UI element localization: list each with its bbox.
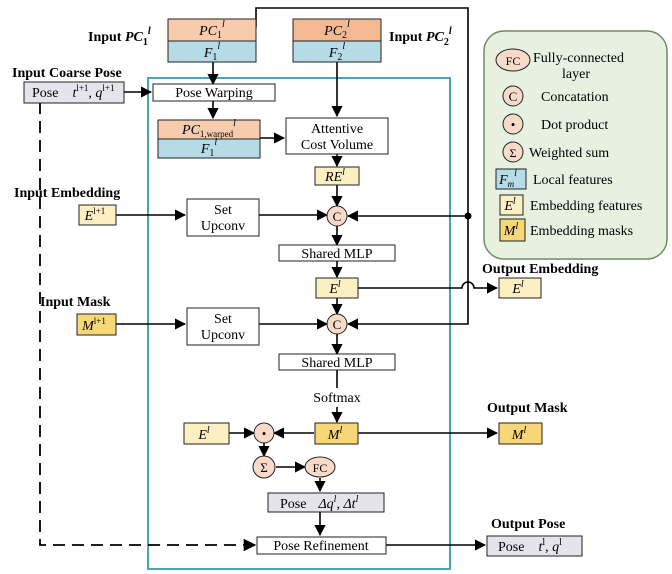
legend-mask-swatch: [499, 218, 526, 242]
set-upconv-2-line1: Set: [214, 312, 232, 327]
pose-delta-box: [267, 492, 385, 513]
weighted-sum-icon: [252, 455, 276, 479]
attentive-cost-volume-box: [285, 117, 389, 155]
set-upconv-2-line2: Upconv: [201, 328, 245, 343]
output-mask-text: Ml: [511, 425, 527, 443]
legend-concat-label: Concatation: [541, 90, 609, 105]
output-pose-box: [486, 535, 583, 557]
legend: FC Fully-connected layer C Concatation •…: [483, 30, 668, 260]
coarse-pose-box: [23, 81, 125, 104]
connections: [39, 7, 499, 552]
dot-product-glyph: •: [262, 426, 267, 441]
input-mask-box: [76, 313, 117, 336]
mask-m-box: [314, 422, 359, 445]
output-mask-box: [498, 422, 543, 445]
legend-sum-icon: [502, 141, 524, 163]
input-pc2-label: Input PC2l: [389, 26, 452, 48]
pose-refinement-box: [256, 536, 387, 555]
pose-embedding-e-box: [183, 422, 230, 445]
legend-local-label: Local features: [533, 173, 613, 188]
pc1-feature-text: F1l: [203, 41, 221, 63]
legend-embedding-swatch: [499, 194, 524, 216]
embedding-e-text: El: [328, 279, 341, 297]
output-pose-label: Output Pose: [491, 517, 565, 532]
weighted-sum-glyph: Σ: [260, 460, 268, 475]
legend-dot-label: Dot product: [541, 118, 608, 133]
legend-mask-label: Embedding masks: [530, 224, 633, 239]
legend-local-swatch: [495, 168, 527, 190]
concat-2-icon: [326, 313, 348, 335]
pc1-point-cloud-text: PC1l: [198, 19, 225, 41]
softmax-label: Softmax: [313, 391, 360, 406]
shared-mlp-2-label: Shared MLP: [301, 356, 372, 371]
output-embedding-box: [498, 277, 542, 299]
input-pc1-label: Input PC1l: [88, 26, 151, 48]
input-embedding-text: El+1: [84, 206, 106, 224]
warped-point-cloud: PC1,warpedl F1l: [157, 118, 261, 159]
pc1-feature-box: [167, 40, 257, 63]
input-embedding-label: Input Embedding: [14, 186, 120, 201]
warped-feature-box: [157, 138, 261, 159]
set-upconv-1-line2: Upconv: [201, 219, 245, 234]
input-mask-text: Ml+1: [81, 316, 106, 334]
attentive-cost-volume-line2: Cost Volume: [301, 138, 373, 153]
legend-sum-label: Weighted sum: [529, 146, 609, 161]
output-mask-label: Output Mask: [487, 401, 568, 416]
output-embedding-text: El: [511, 279, 524, 297]
legend-concat-icon: [502, 85, 524, 107]
set-upconv-1-box: [186, 198, 260, 237]
concat-1-icon: [326, 205, 348, 227]
pc2-point-cloud-text: PC2l: [323, 19, 350, 41]
input-embedding-box: [78, 204, 117, 226]
mask-m-text: Ml: [327, 425, 343, 443]
warped-feature-text: F1l: [200, 137, 218, 159]
pose-refinement-label: Pose Refinement: [273, 539, 368, 554]
shared-mlp-1-label: Shared MLP: [301, 247, 372, 262]
pc2-feature-box: [292, 40, 382, 63]
dot-product-icon: [253, 422, 275, 444]
embedding-e-box: [315, 277, 359, 299]
re-box: [314, 166, 360, 186]
re-text: REl: [324, 167, 345, 185]
warped-pc-text: PC1,warpedl: [181, 118, 236, 139]
input-coarse-pose-label: Input Coarse Pose: [12, 66, 122, 81]
shared-mlp-2-box: [278, 353, 396, 371]
pose-embedding-e-text: El: [197, 425, 210, 443]
legend-dot-icon: [502, 113, 524, 135]
legend-mask-glyph: Ml: [503, 221, 519, 239]
attentive-cost-volume-line1: Attentive: [311, 122, 363, 137]
legend-fc-line1: Fully-connected: [533, 51, 624, 66]
legend-embedding-glyph: El: [503, 196, 516, 214]
legend-dot-glyph: •: [511, 117, 516, 132]
shared-mlp-1-box: [278, 244, 396, 262]
concat-2-glyph: C: [333, 317, 342, 332]
fc-layer-glyph: FC: [313, 461, 328, 475]
set-upconv-1-line1: Set: [214, 203, 232, 218]
input-mask-label: Input Mask: [40, 295, 111, 310]
legend-local-glyph: Fml: [498, 168, 517, 189]
fc-layer-icon: [304, 456, 336, 478]
legend-embedding-label: Embedding features: [530, 199, 642, 214]
legend-sum-glyph: Σ: [510, 146, 517, 160]
concat-1-glyph: C: [333, 209, 342, 224]
legend-panel: [484, 31, 667, 259]
legend-fc-icon: [495, 48, 531, 72]
legend-concat-glyph: C: [509, 89, 518, 104]
legend-fc-glyph: FC: [506, 54, 521, 68]
set-upconv-2-box: [186, 307, 260, 346]
input-pc1: Input PC1l PC1l F1l: [88, 18, 257, 63]
pose-warping-label: Pose Warping: [175, 86, 253, 101]
legend-fc-line2: layer: [562, 67, 590, 82]
pose-warping-box: [152, 83, 276, 102]
output-embedding-label: Output Embedding: [482, 262, 598, 277]
input-pc2: PC2l F2l Input PC2l: [292, 18, 452, 63]
pc2-feature-text: F2l: [328, 41, 346, 63]
